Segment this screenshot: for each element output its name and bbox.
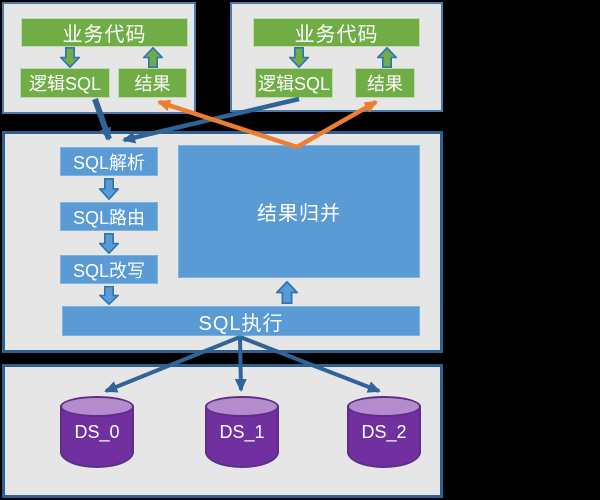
sql-execute-bar: SQL执行 bbox=[62, 306, 420, 336]
result-box-1: 结果 bbox=[118, 68, 187, 98]
block-arrow-down-icon bbox=[289, 47, 309, 68]
logic-sql-box-2: 逻辑SQL bbox=[255, 68, 333, 98]
datasource-cylinder-0: DS_0 bbox=[60, 396, 134, 468]
sql-route-box: SQL路由 bbox=[60, 202, 158, 231]
result-label-1: 结果 bbox=[134, 74, 171, 94]
datasource-label-2: DS_2 bbox=[361, 422, 407, 442]
datasource-cylinder-1: DS_1 bbox=[205, 396, 279, 468]
datasource-cylinder-2: DS_2 bbox=[347, 396, 421, 468]
business-code-label-1: 业务代码 bbox=[62, 24, 147, 46]
sql-parse-box: SQL解析 bbox=[60, 147, 158, 176]
business-code-box-2: 业务代码 bbox=[253, 18, 420, 47]
database-icon bbox=[60, 406, 134, 468]
result-box-2: 结果 bbox=[355, 68, 415, 98]
block-arrow-down-icon bbox=[99, 178, 119, 200]
datasource-label-1: DS_1 bbox=[219, 422, 265, 442]
result-merge-label: 结果归并 bbox=[257, 203, 341, 225]
business-code-label-2: 业务代码 bbox=[294, 24, 379, 46]
logic-sql-label-1: 逻辑SQL bbox=[28, 74, 102, 94]
block-arrow-up-icon bbox=[377, 47, 397, 68]
result-label-2: 结果 bbox=[367, 74, 403, 94]
block-arrow-down-icon bbox=[60, 47, 80, 68]
block-arrow-down-icon bbox=[99, 233, 119, 254]
business-code-box-1: 业务代码 bbox=[21, 18, 188, 47]
sql-route-label: SQL路由 bbox=[72, 207, 146, 228]
logic-sql-label-2: 逻辑SQL bbox=[257, 74, 331, 94]
block-arrow-down-icon bbox=[99, 286, 119, 305]
block-arrow-up-icon bbox=[276, 281, 298, 304]
logic-sql-box-1: 逻辑SQL bbox=[20, 68, 110, 98]
sql-parse-label: SQL解析 bbox=[72, 152, 146, 173]
database-top-icon bbox=[60, 396, 134, 417]
sql-rewrite-box: SQL改写 bbox=[60, 255, 158, 284]
sql-execute-label: SQL执行 bbox=[198, 312, 284, 335]
database-top-icon bbox=[205, 396, 279, 417]
database-top-icon bbox=[347, 396, 421, 417]
block-arrow-up-icon bbox=[143, 47, 163, 68]
sql-rewrite-label: SQL改写 bbox=[72, 260, 146, 281]
datasource-label-0: DS_0 bbox=[74, 422, 120, 442]
result-merge-box: 结果归并 bbox=[178, 145, 420, 278]
